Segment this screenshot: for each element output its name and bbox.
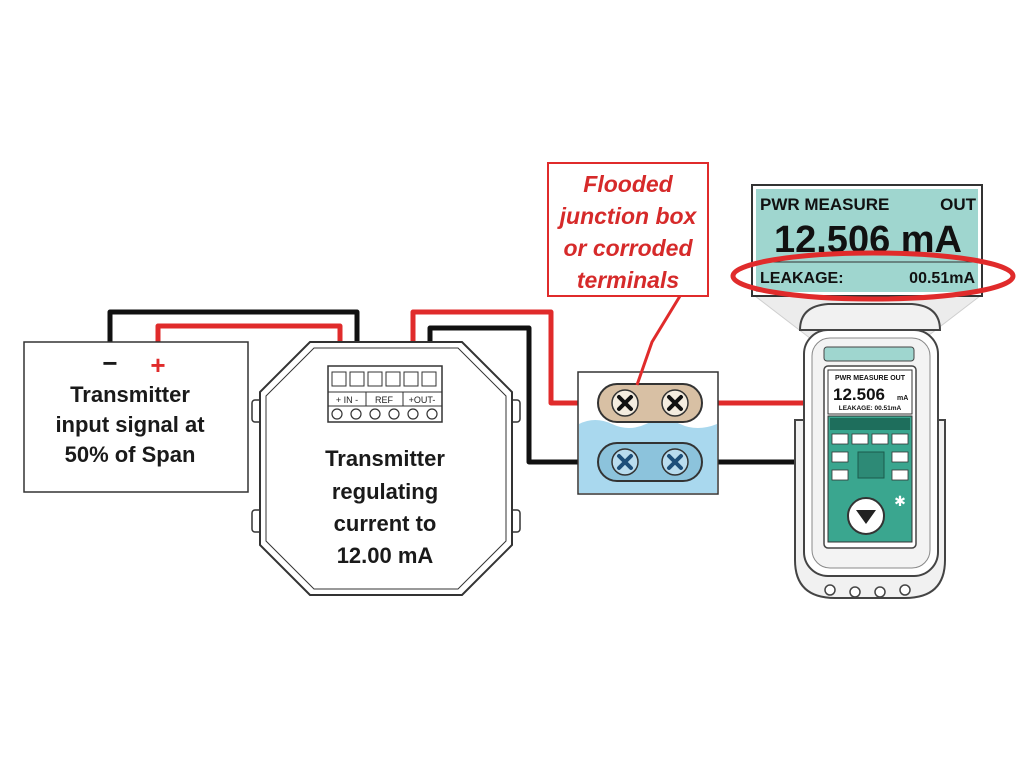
- positive-sign: +: [150, 350, 165, 380]
- zoomed-display: PWR MEASURE OUT 12.506 mA LEAKAGE: 00.51…: [751, 184, 983, 297]
- display-out-label: OUT: [940, 195, 977, 214]
- callout-pointer: [635, 295, 682, 386]
- transmitter-label-line-1: Transmitter: [325, 446, 445, 471]
- display-mode-label: PWR MEASURE: [760, 195, 889, 214]
- callout-line-2: junction box: [557, 203, 698, 229]
- fault-callout: Flooded junction box or corroded termina…: [547, 162, 709, 386]
- negative-sign: −: [102, 348, 117, 378]
- source-label-line-1: Transmitter: [70, 382, 190, 407]
- signal-source-box: − + Transmitter input signal at 50% of S…: [23, 341, 249, 493]
- device-key[interactable]: [891, 433, 909, 445]
- terminal-label-out: +OUT-: [409, 395, 436, 405]
- display-leakage-label: LEAKAGE:: [760, 270, 844, 287]
- device-key[interactable]: [831, 469, 849, 481]
- device-key[interactable]: [851, 433, 869, 445]
- screw-icon: [611, 448, 639, 476]
- leakage-highlight-ellipse: [730, 250, 1016, 302]
- wire-output-positive: [410, 309, 608, 406]
- screw-icon: [611, 389, 639, 417]
- screw-icon: [661, 389, 689, 417]
- device-key[interactable]: [831, 451, 849, 463]
- loop-calibrator-device: PWR MEASURE OUT 12.506 mA LEAKAGE: 00.51…: [753, 295, 982, 599]
- transmitter-label-line-3: current to: [334, 511, 437, 536]
- junction-box: [577, 371, 719, 495]
- device-key[interactable]: [891, 469, 909, 481]
- device-unit-text: mA: [897, 395, 908, 402]
- terminal-strip: + IN - REF +OUT-: [327, 365, 443, 423]
- transmitter-housing: + IN - REF +OUT- Transmitter regulating …: [251, 341, 521, 596]
- callout-line-1: Flooded: [583, 171, 673, 197]
- device-key[interactable]: [891, 451, 909, 463]
- terminal-label-ref: REF: [375, 395, 394, 405]
- callout-line-4: terminals: [577, 267, 679, 293]
- device-reading-text: 12.506: [833, 385, 885, 404]
- screw-icon: [661, 448, 689, 476]
- device-leakage-text: LEAKAGE: 00.51mA: [839, 405, 902, 412]
- source-label-line-2: input signal at: [55, 412, 205, 437]
- source-label-line-3: 50% of Span: [65, 442, 196, 467]
- device-key[interactable]: [831, 433, 849, 445]
- display-leakage-value: 00.51mA: [909, 270, 975, 287]
- device-key[interactable]: [871, 433, 889, 445]
- device-mode-text: PWR MEASURE OUT: [835, 375, 906, 382]
- terminal-label-in: + IN -: [336, 395, 358, 405]
- transmitter-label-line-2: regulating: [332, 479, 438, 504]
- callout-line-3: or corroded: [563, 235, 693, 261]
- transmitter-label-line-4: 12.00 mA: [337, 543, 434, 568]
- brand-logo-icon: ✱: [894, 494, 906, 510]
